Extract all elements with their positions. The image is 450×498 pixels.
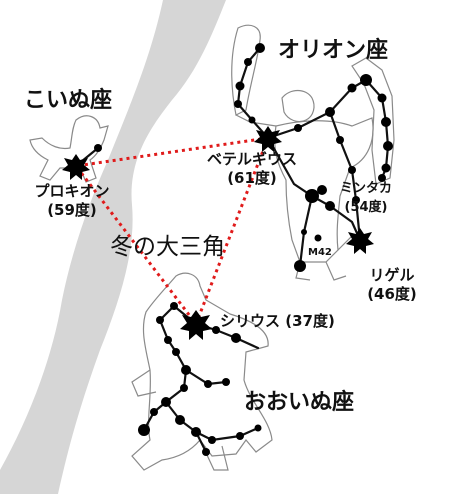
orion-star <box>381 163 391 173</box>
winter-triangle <box>73 136 271 328</box>
orion-belt-star <box>305 189 319 203</box>
sirius-label: シリウス (37度) <box>220 314 335 329</box>
orion-star <box>383 141 393 151</box>
orion-star <box>244 58 252 66</box>
winter-triangle-label: 冬の大三角 <box>110 234 225 260</box>
betelgeuse-name: ベテルギウス <box>206 150 297 168</box>
m42-nebula-icon <box>314 234 322 242</box>
canis-major-star <box>212 326 220 334</box>
orion-star <box>377 93 387 103</box>
canis-major-star <box>204 380 212 388</box>
dog-stars <box>94 144 262 456</box>
canis-major-star <box>222 378 230 386</box>
orion-star <box>255 43 265 53</box>
rigel-label: リゲル (46度) <box>352 268 432 302</box>
canis-major-star <box>208 436 216 444</box>
orion-star <box>378 174 386 182</box>
orion-star <box>381 117 391 127</box>
orion-star <box>234 100 242 108</box>
orion-star <box>325 107 335 117</box>
orion-stars <box>234 43 393 272</box>
betelgeuse-angle: (61度) <box>227 169 277 187</box>
orion-label: オリオン座 <box>278 38 389 63</box>
bright-stars <box>62 126 374 340</box>
canis-minor-figure-outline <box>29 115 109 183</box>
orion-star <box>301 229 307 235</box>
canis-major-star <box>231 333 241 343</box>
rigel-angle: (46度) <box>367 285 417 303</box>
sirius-angle: (37度) <box>285 312 335 330</box>
orion-star <box>352 196 360 204</box>
betelgeuse-label: ベテルギウス (61度) <box>188 152 316 186</box>
rigel-name: リゲル <box>369 266 415 284</box>
canis-minor-star <box>94 144 102 152</box>
canis-major-star <box>254 424 262 432</box>
canis-major-star <box>156 316 164 324</box>
orion-star <box>294 260 306 272</box>
orion-star <box>360 74 372 86</box>
orion-star <box>235 81 245 91</box>
procyon-name: プロキオン <box>34 182 110 200</box>
canis-major-star <box>236 432 244 440</box>
procyon-angle: (59度) <box>47 201 97 219</box>
orion-star <box>248 116 256 124</box>
canis-major-star <box>191 427 201 437</box>
orion-belt-star <box>317 185 327 195</box>
canis-major-star <box>150 408 158 416</box>
procyon-star-icon <box>62 154 90 180</box>
orion-star <box>325 201 335 211</box>
canis-major-figure-outline <box>131 272 273 471</box>
milky-way-band <box>0 0 226 494</box>
canis-major-star <box>138 424 150 436</box>
canis-major-label: おおいぬ座 <box>244 390 355 415</box>
orion-star <box>347 83 357 93</box>
canis-major-star <box>172 348 180 356</box>
orion-star <box>348 166 356 174</box>
sirius-star-icon <box>180 310 212 340</box>
sirius-name: シリウス <box>220 312 281 330</box>
canis-major-star <box>175 415 185 425</box>
canis-major-star <box>181 365 191 375</box>
orion-star <box>294 124 302 132</box>
canis-major-star <box>161 397 171 407</box>
betelgeuse-star-icon <box>254 126 282 152</box>
m42-label: M42 <box>308 247 332 258</box>
mintaka-label: ミンタカ (54度) <box>330 182 402 214</box>
mintaka-name: ミンタカ <box>339 181 392 196</box>
orion-star <box>336 136 344 144</box>
canis-major-star <box>180 384 188 392</box>
mintaka-angle: (54度) <box>344 200 388 215</box>
canis-minor-label: こいぬ座 <box>24 88 113 113</box>
canis-major-star <box>164 336 172 344</box>
procyon-label: プロキオン (59度) <box>22 184 122 218</box>
rigel-star-icon <box>346 228 374 254</box>
canis-major-star <box>170 302 178 310</box>
canis-major-star <box>202 448 210 456</box>
